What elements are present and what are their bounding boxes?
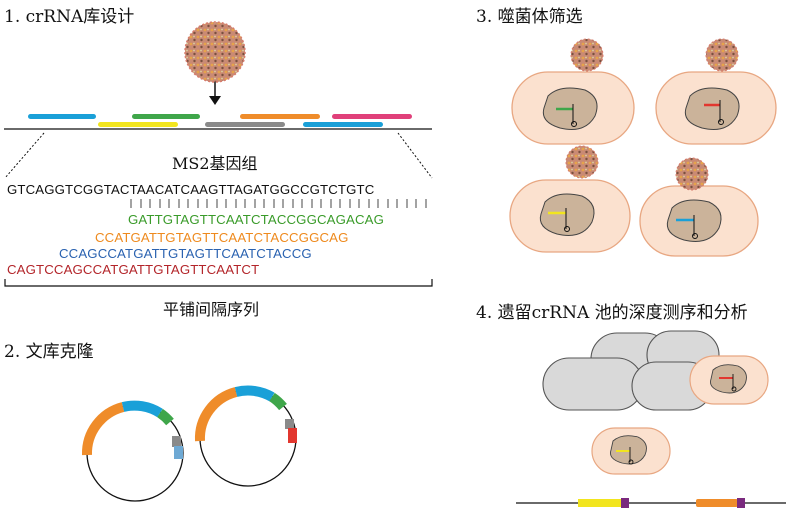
phage-cell-3 [509, 145, 631, 253]
surviving-cell-2 [591, 427, 671, 475]
zoom-line-right [397, 132, 433, 179]
panel-4-title: 4. 遗留crRNA 池的深度测序和分析 [476, 303, 748, 323]
panel-1-title: 1. crRNA库设计 [4, 7, 135, 27]
phage-cell-1 [511, 38, 635, 145]
spacer-tile-1: GATTGTAGTTCAATCTACCGGCAGACAG [128, 212, 384, 227]
phage-particle [184, 21, 246, 83]
plasmid-1 [81, 400, 184, 502]
genome-sequence: GTCAGGTCGGTACTAACATCAAGTTAGATGGCCGTCTGTC [7, 182, 375, 197]
tiling-bracket [4, 279, 433, 287]
arrow-down-icon [209, 82, 221, 105]
crrna-segments [28, 114, 412, 127]
sequencing-read-track [516, 498, 786, 508]
base-pair-ticks [130, 199, 427, 208]
surviving-cell-1 [689, 355, 769, 405]
spacer-tile-4: CAGTCCAGCCATGATTGTAGTTCAATCT [7, 262, 260, 277]
genome-label: MS2基因组 [172, 154, 258, 173]
spacer-tile-2: CCATGATTGTAGTTCAATCTACCGGCAG [95, 230, 349, 245]
panel-3-title: 3. 噬菌体筛选 [476, 7, 583, 27]
dead-cells [542, 330, 720, 411]
plasmid-2 [194, 385, 297, 487]
phage-cell-4 [639, 157, 759, 257]
panel-2-title: 2. 文库克隆 [4, 342, 94, 362]
tiling-label: 平铺间隔序列 [163, 300, 260, 319]
spacer-tile-3: CCAGCCATGATTGTAGTTCAATCTACCG [59, 246, 312, 261]
phage-cell-2 [655, 38, 777, 145]
zoom-line-left [4, 132, 45, 179]
